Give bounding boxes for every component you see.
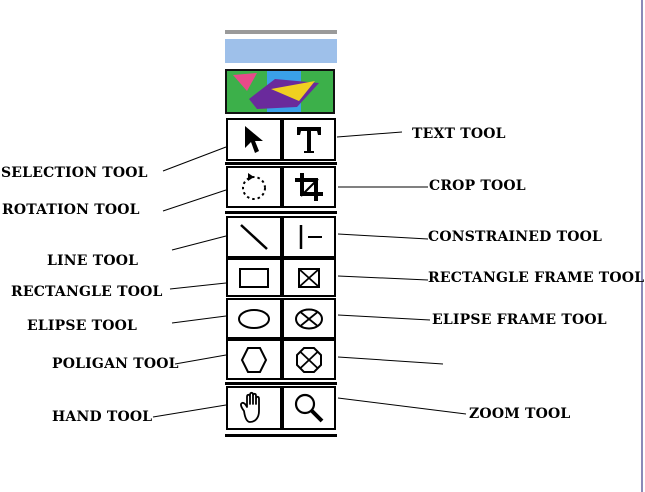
palette-separator — [225, 434, 337, 437]
palette-preview-image — [225, 69, 335, 114]
crop-tool-label: CROP TOOL — [429, 178, 526, 194]
rectangle-frame-tool-label: RECTANGLE FRAME TOOL — [428, 270, 645, 286]
rectangle-frame-icon — [298, 267, 320, 288]
hand-tool-button[interactable] — [226, 386, 282, 430]
hand-icon — [240, 391, 260, 423]
selection-tool-button[interactable] — [226, 118, 282, 161]
line-tool-label: LINE TOOL — [47, 253, 139, 269]
elipse-frame-leader-line — [337, 314, 431, 321]
rectangle-leader-line — [169, 282, 227, 290]
ellipse-frame-icon — [295, 308, 323, 329]
rectangle-tool-label: RECTANGLE TOOL — [11, 284, 163, 300]
elipse-tool-button[interactable] — [226, 298, 282, 339]
rotation-tool-button[interactable] — [226, 166, 282, 208]
selection-leader-line — [162, 146, 227, 172]
hexagon-icon — [240, 346, 268, 373]
zoom-tool-button[interactable] — [282, 386, 336, 430]
elipse-tool-label: ELIPSE TOOL — [27, 318, 138, 334]
arrow-pointer-icon — [245, 125, 263, 153]
polygon-tool-button[interactable] — [226, 339, 282, 380]
constrained-tool-button[interactable] — [282, 216, 336, 258]
rectangle-frame-leader-line — [337, 275, 429, 281]
palette-separator — [225, 211, 337, 214]
magnifier-icon — [294, 393, 324, 423]
poligan-leader-line — [174, 354, 227, 365]
dotted-rotate-icon — [242, 173, 266, 200]
ellipse-icon — [238, 308, 270, 329]
hand-tool-label: HAND TOOL — [52, 409, 153, 425]
line-leader-line — [171, 235, 227, 251]
rotation-leader-line — [162, 189, 227, 212]
hand-leader-line — [152, 404, 227, 418]
rotation-tool-label: ROTATION TOOL — [2, 202, 140, 218]
crop-icon — [295, 173, 323, 201]
palette-separator — [225, 382, 337, 385]
zoom-tool-label: ZOOM TOOL — [469, 406, 571, 422]
text-tool-button[interactable] — [282, 118, 336, 161]
text-leader-line — [336, 131, 403, 138]
palette-separator — [225, 162, 337, 165]
elipse-frame-tool-button[interactable] — [282, 298, 336, 339]
polygon-frame-leader-line — [337, 356, 444, 365]
selection-tool-label: SELECTION TOOL — [1, 165, 148, 181]
line-tool-button[interactable] — [226, 216, 282, 258]
rectangle-frame-tool-button[interactable] — [282, 258, 336, 297]
polygon-frame-icon — [296, 346, 322, 373]
poligan-tool-label: POLIGAN TOOL — [52, 356, 179, 372]
rectangle-icon — [239, 267, 269, 288]
rectangle-tool-button[interactable] — [226, 258, 282, 297]
elipse-frame-tool-label: ELIPSE FRAME TOOL — [432, 312, 607, 328]
constrained-tool-label: CONSTRAINED TOOL — [428, 229, 603, 245]
polygon-frame-tool-button[interactable] — [282, 339, 336, 380]
crop-tool-button[interactable] — [282, 166, 336, 208]
palette-top-rule — [225, 30, 337, 34]
palette-header-bar — [225, 39, 337, 63]
text-tool-label: TEXT TOOL — [412, 126, 506, 142]
zoom-leader-line — [337, 397, 467, 415]
page-edge-line — [641, 0, 643, 492]
letter-t-icon — [297, 126, 321, 153]
diagonal-line-icon — [240, 224, 268, 250]
constrained-line-icon — [299, 225, 322, 249]
constrained-leader-line — [337, 233, 429, 240]
elipse-leader-line — [171, 315, 227, 324]
